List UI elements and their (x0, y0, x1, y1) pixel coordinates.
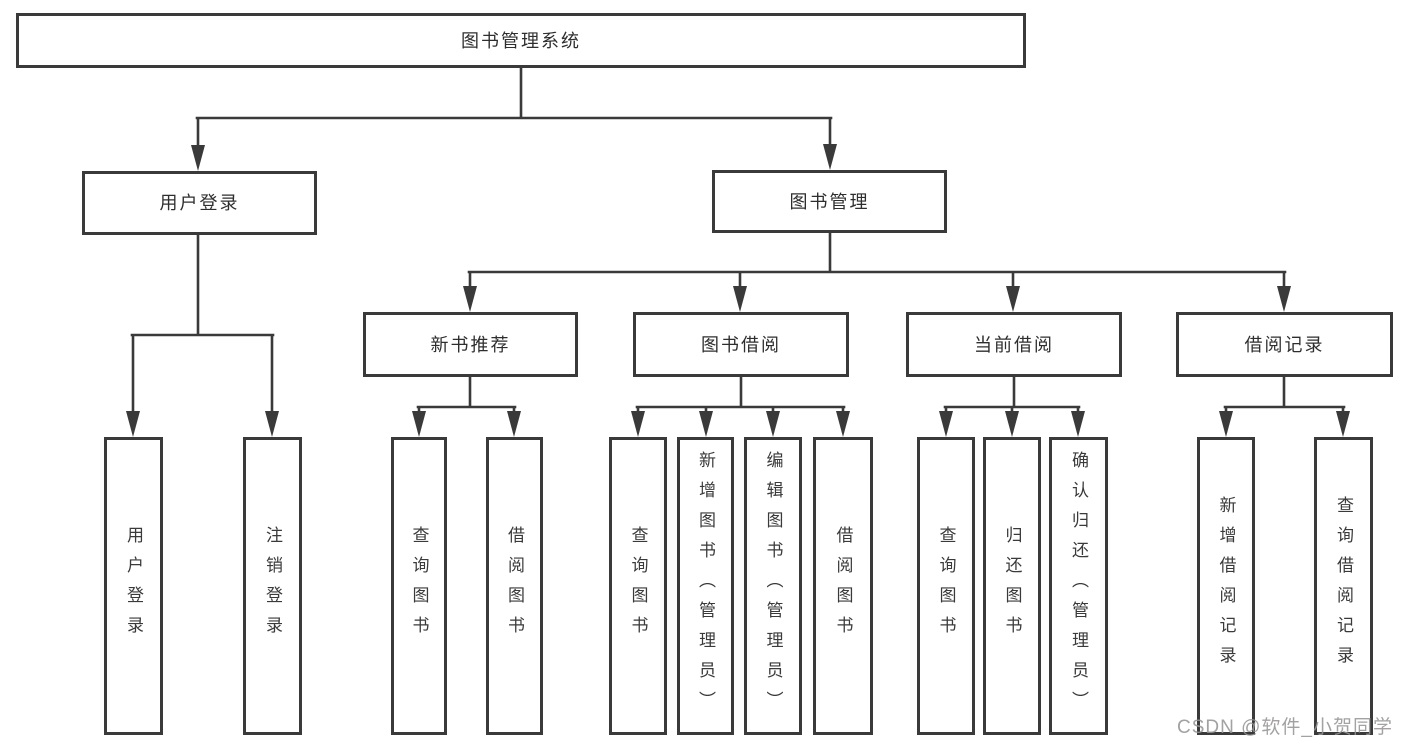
leaf-bb-edit-books-admin: 编辑图书（管理员） (744, 437, 802, 735)
leaf-bb-add-books-admin-label: 新增图书（管理员） (696, 451, 715, 721)
node-user-login: 用户登录 (82, 171, 317, 235)
node-borrow-records: 借阅记录 (1176, 312, 1393, 377)
leaf-cb-confirm-return-admin: 确认归还（管理员） (1049, 437, 1108, 735)
node-new-book-recommend-label: 新书推荐 (430, 334, 511, 355)
leaf-logout-label: 注销登录 (263, 526, 282, 646)
leaf-br-add-record: 新增借阅记录 (1197, 437, 1255, 735)
leaf-cb-return-books: 归还图书 (983, 437, 1041, 735)
leaf-br-query-record-label: 查询借阅记录 (1334, 496, 1353, 676)
node-current-borrow-label: 当前借阅 (974, 334, 1054, 355)
leaf-cb-return-books-label: 归还图书 (1002, 526, 1022, 646)
node-borrow-records-label: 借阅记录 (1244, 334, 1325, 355)
node-new-book-recommend: 新书推荐 (363, 312, 578, 377)
leaf-bb-borrow-books: 借阅图书 (813, 437, 873, 735)
leaf-cb-confirm-return-admin-label: 确认归还（管理员） (1069, 451, 1088, 721)
leaf-bb-add-books-admin: 新增图书（管理员） (677, 437, 734, 735)
leaf-bb-borrow-books-label: 借阅图书 (833, 526, 853, 646)
leaf-bb-query-books: 查询图书 (609, 437, 667, 735)
node-book-management-label: 图书管理 (789, 191, 870, 212)
leaf-bb-edit-books-admin-label: 编辑图书（管理员） (763, 451, 783, 721)
node-book-borrow: 图书借阅 (633, 312, 849, 377)
node-root: 图书管理系统 (16, 13, 1026, 68)
leaf-cb-query-books-label: 查询图书 (936, 526, 956, 646)
leaf-nb-borrow-books: 借阅图书 (486, 437, 543, 735)
leaf-br-add-record-label: 新增借阅记录 (1216, 496, 1236, 676)
node-book-management: 图书管理 (712, 170, 947, 233)
leaf-user-login: 用户登录 (104, 437, 163, 735)
leaf-nb-query-books-label: 查询图书 (409, 526, 429, 646)
node-root-label: 图书管理系统 (461, 30, 581, 51)
leaf-logout: 注销登录 (243, 437, 302, 735)
leaf-br-query-record: 查询借阅记录 (1314, 437, 1373, 735)
node-user-login-label: 用户登录 (159, 193, 240, 213)
node-current-borrow: 当前借阅 (906, 312, 1122, 377)
leaf-nb-borrow-books-label: 借阅图书 (505, 526, 524, 646)
csdn-watermark: CSDN @软件_小贺同学 (1177, 717, 1393, 738)
leaf-cb-query-books: 查询图书 (917, 437, 975, 735)
leaf-nb-query-books: 查询图书 (391, 437, 447, 735)
leaf-bb-query-books-label: 查询图书 (628, 526, 648, 646)
leaf-user-login-label: 用户登录 (124, 526, 143, 646)
node-book-borrow-label: 图书借阅 (701, 334, 781, 355)
